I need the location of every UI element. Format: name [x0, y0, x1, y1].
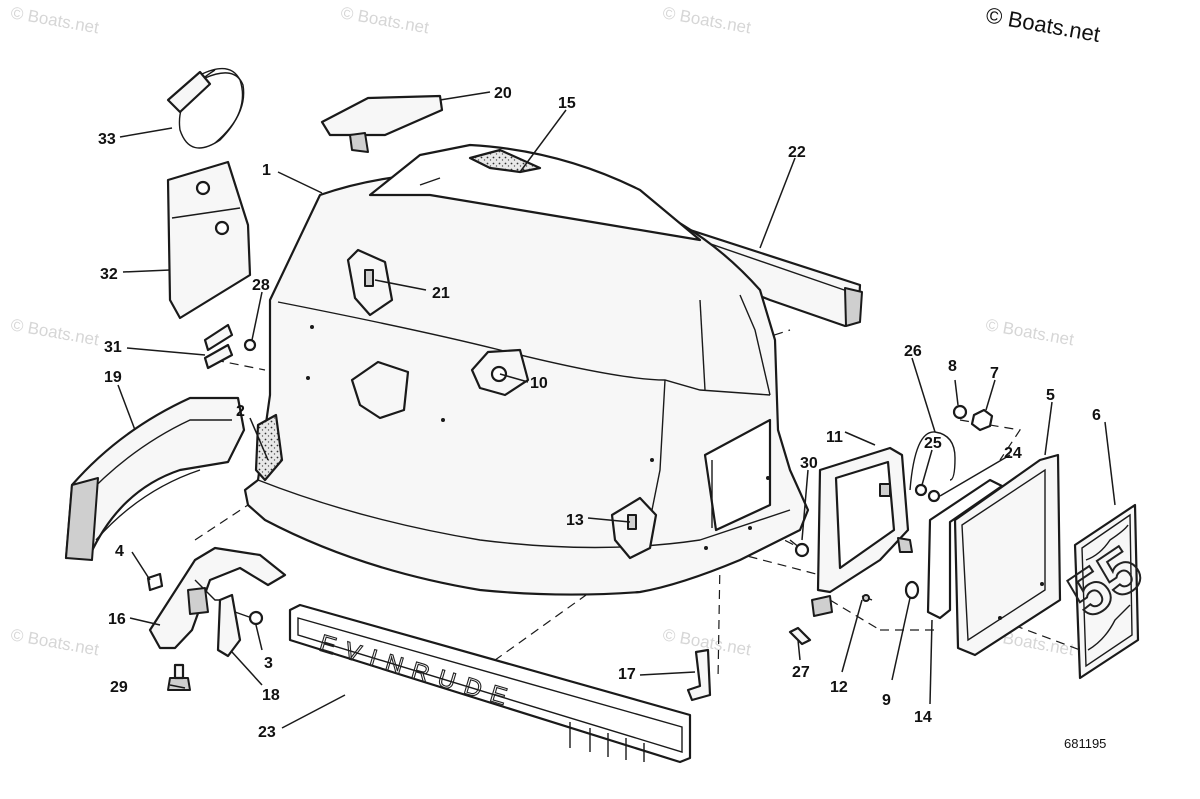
- part-21-bracket: [346, 248, 394, 317]
- part-33-cable-assembly: [166, 67, 245, 149]
- callout-4: 4: [115, 543, 124, 560]
- part-30-knob: [789, 539, 810, 558]
- copyright-watermark: © Boats.net: [984, 2, 1102, 47]
- callout-20: 20: [494, 85, 512, 102]
- drawing-number: 681195: [1064, 736, 1106, 751]
- callout-1: 1: [262, 162, 271, 179]
- part-24-screw: [927, 489, 941, 503]
- part-25-washer: [914, 483, 928, 497]
- part-4-nut: [146, 572, 164, 592]
- part-7-nut: [970, 408, 994, 432]
- callout-27: 27: [792, 664, 810, 681]
- callout-7: 7: [990, 365, 999, 382]
- callout-31: 31: [104, 339, 122, 356]
- callout-13: 13: [566, 512, 584, 529]
- part-31-clips: [203, 323, 234, 370]
- part-26-lanyard: [909, 431, 956, 491]
- part-9-washer: [904, 580, 920, 600]
- callout-22: 22: [788, 144, 806, 161]
- faint-watermark: © Boats.net: [339, 3, 430, 37]
- faint-watermark: © Boats.net: [984, 315, 1075, 349]
- callout-14: 14: [914, 709, 932, 726]
- callout-25: 25: [924, 435, 942, 452]
- part-1-engine-cover: [243, 143, 810, 596]
- callout-33: 33: [98, 131, 116, 148]
- cover-plate-unlabeled: [350, 360, 410, 420]
- faint-watermark: © Boats.net: [9, 315, 100, 349]
- callout-19: 19: [104, 369, 122, 386]
- part-2-pad: [254, 413, 284, 482]
- part-10-plate: [470, 348, 530, 397]
- leader-lines: [117, 91, 1116, 729]
- part-14-handle: [926, 478, 1004, 620]
- callout-3: 3: [264, 655, 273, 672]
- callout-10: 10: [530, 375, 548, 392]
- callout-labels: 1 2 3 4 5 6 7 8 9 10 11 12 13 14 15 16 1…: [98, 85, 1101, 741]
- callout-30: 30: [800, 455, 818, 472]
- callout-29: 29: [110, 679, 128, 696]
- callout-11: 11: [826, 429, 843, 446]
- callout-28: 28: [252, 277, 270, 294]
- callout-5: 5: [1046, 387, 1055, 404]
- callout-2: 2: [236, 403, 245, 420]
- part-32-cover: [166, 160, 252, 320]
- part-13-bracket: [610, 496, 658, 560]
- part-29-grommet: [167, 663, 191, 691]
- callout-6: 6: [1092, 407, 1101, 424]
- callout-17: 17: [618, 666, 636, 683]
- callout-18: 18: [262, 687, 280, 704]
- callout-12: 12: [830, 679, 848, 696]
- callout-23: 23: [258, 724, 276, 741]
- part-11-access-door-frame: [811, 446, 913, 617]
- decal-number-text: 55: [1056, 532, 1155, 631]
- callout-26: 26: [904, 343, 922, 360]
- callout-8: 8: [948, 358, 957, 375]
- part-28-screw: [243, 338, 257, 352]
- callout-24: 24: [1004, 445, 1022, 462]
- part-23-name-plate: EVINRUDE: [288, 603, 692, 764]
- part-18-clip: [216, 593, 242, 658]
- faint-watermark: © Boats.net: [661, 3, 752, 37]
- part-3-bolt: [234, 610, 264, 626]
- part-19-front-cover: [64, 396, 246, 561]
- part-20-cover-plate: [320, 94, 444, 153]
- part-8-screw: [952, 404, 968, 420]
- callout-9: 9: [882, 692, 891, 709]
- callout-15: 15: [558, 95, 576, 112]
- part-12-pin: [861, 594, 873, 602]
- faint-watermark: © Boats.net: [9, 625, 100, 659]
- part-27-pin: [788, 626, 812, 646]
- part-16-lower-bracket: [148, 546, 287, 650]
- faint-watermark: © Boats.net: [9, 3, 100, 37]
- callout-32: 32: [100, 266, 118, 283]
- part-5-door-panel: [953, 453, 1062, 657]
- part-17-bracket: [686, 648, 712, 702]
- callout-21: 21: [432, 285, 450, 302]
- callout-16: 16: [108, 611, 126, 628]
- part-15-pad-strip: [468, 148, 542, 174]
